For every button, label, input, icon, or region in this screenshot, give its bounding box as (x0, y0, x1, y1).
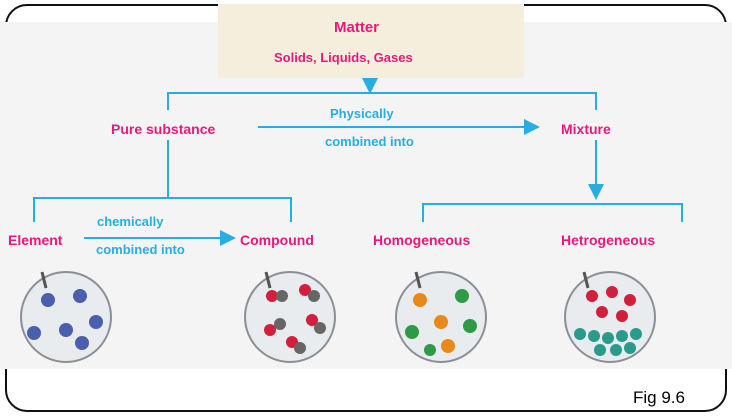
edge-label-physically: Physically (330, 106, 394, 121)
left-branch-line (33, 197, 292, 222)
right-branch-line (422, 203, 683, 222)
node-element: Element (8, 232, 63, 248)
edge-label-chemically-combined: combined into (96, 242, 185, 257)
top-branch-line (167, 92, 597, 110)
element-particles-illustration (20, 271, 112, 363)
edge-label-physically-combined: combined into (325, 134, 414, 149)
compound-particles-illustration (244, 271, 336, 363)
matter-title: Matter (334, 19, 380, 36)
homogeneous-particles-illustration (395, 271, 487, 363)
matter-header-box (218, 4, 524, 78)
edge-label-chemically: chemically (97, 214, 164, 229)
node-pure-substance: Pure substance (111, 121, 216, 137)
node-compound: Compound (240, 232, 314, 248)
figure-caption: Fig 9.6 (633, 388, 685, 407)
node-heterogeneous: Hetrogeneous (561, 232, 656, 248)
heterogeneous-particles-illustration (564, 271, 656, 363)
matter-subtitle: Solids, Liquids, Gases (274, 50, 413, 65)
node-mixture: Mixture (561, 121, 611, 137)
node-homogeneous: Homogeneous (373, 232, 471, 248)
